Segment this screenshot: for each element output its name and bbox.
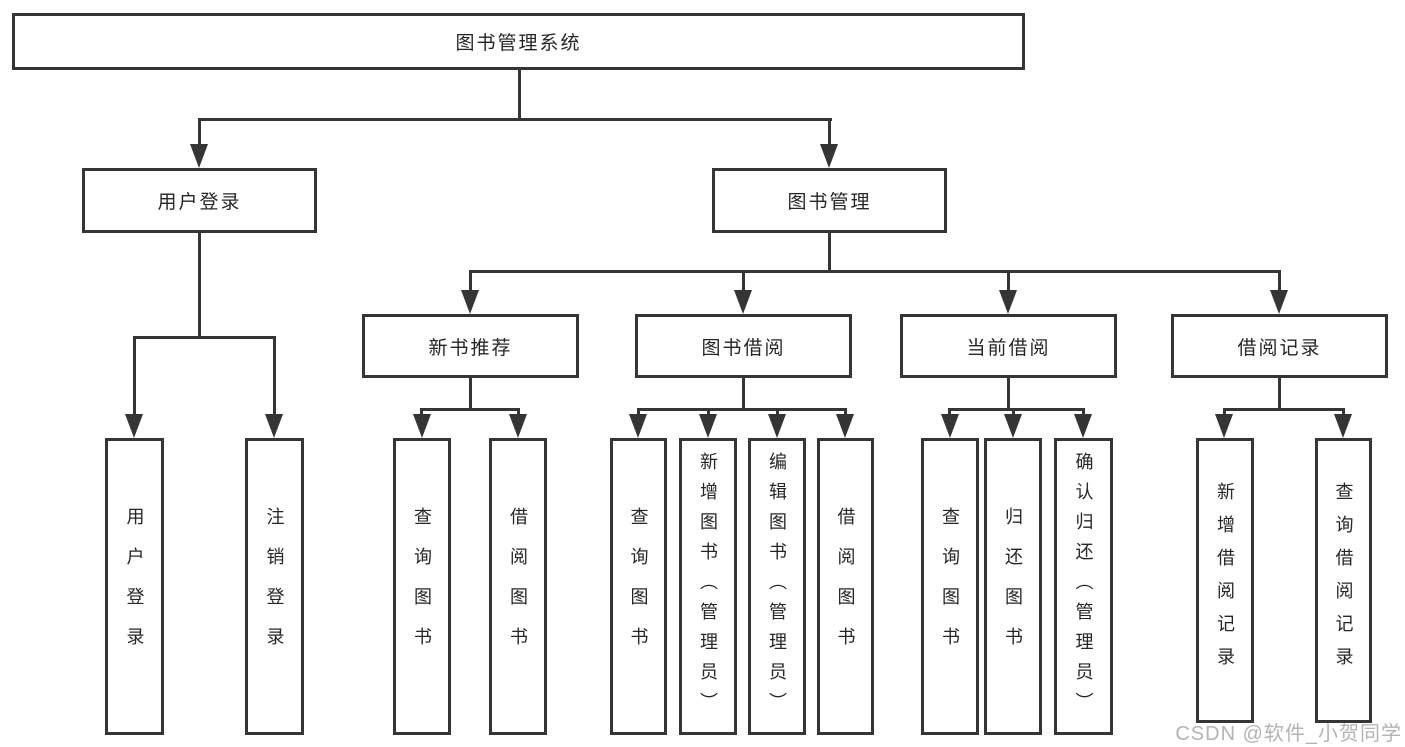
connector-line [420, 408, 520, 411]
arrow-down [1334, 414, 1352, 438]
connector-line [469, 378, 472, 411]
node-new-book-recommend: 新书推荐 [362, 314, 579, 378]
leaf-query-books-recommend: 查询图书 [393, 438, 451, 735]
connector-line [469, 270, 1281, 273]
connector-line [133, 336, 276, 339]
csdn-watermark: CSDN @软件_小贺同学 [1175, 723, 1402, 745]
leaf-return-book: 归还图书 [984, 438, 1042, 735]
connector-line [198, 233, 201, 339]
leaf-edit-book-admin: 编辑图书（管理员） [748, 438, 806, 735]
connector-line [469, 270, 472, 296]
arrow-down [699, 414, 717, 438]
node-current-borrowing: 当前借阅 [900, 314, 1117, 378]
connector-line [948, 408, 1085, 411]
connector-line [1278, 378, 1281, 411]
node-library-management-system: 图书管理系统 [12, 13, 1025, 70]
arrow-down [768, 414, 786, 438]
connector-line [637, 408, 847, 411]
arrow-down [461, 290, 479, 314]
arrow-down [1004, 414, 1022, 438]
node-book-management: 图书管理 [712, 168, 947, 233]
node-user-login: 用户登录 [82, 168, 317, 233]
connector-line [742, 270, 745, 296]
arrow-down [413, 414, 431, 438]
arrow-down [999, 290, 1017, 314]
arrow-down [836, 414, 854, 438]
connector-line [742, 378, 745, 411]
connector-line [198, 118, 832, 121]
arrow-down [125, 414, 143, 438]
connector-line [828, 233, 831, 273]
leaf-confirm-return-admin: 确认归还（管理员） [1054, 438, 1113, 735]
leaf-logout: 注销登录 [245, 438, 304, 735]
leaf-borrow-books-recommend: 借阅图书 [489, 438, 547, 735]
connector-line [828, 118, 831, 150]
leaf-user-login: 用户登录 [105, 438, 164, 735]
connector-line [1223, 408, 1345, 411]
node-borrowing-records: 借阅记录 [1171, 314, 1388, 378]
leaf-query-books-borrowing: 查询图书 [610, 438, 667, 735]
connector-line [1007, 270, 1010, 296]
connector-line [133, 336, 136, 420]
arrow-down [941, 414, 959, 438]
connector-line [1278, 270, 1281, 296]
leaf-add-borrow-record: 新增借阅记录 [1196, 438, 1254, 723]
arrow-down [190, 144, 208, 168]
arrow-down [1270, 290, 1288, 314]
leaf-add-book-admin: 新增图书（管理员） [679, 438, 737, 735]
arrow-down [509, 414, 527, 438]
arrow-down [629, 414, 647, 438]
leaf-borrow-books-borrowing: 借阅图书 [817, 438, 874, 735]
connector-line [273, 336, 276, 420]
connector-line [518, 70, 521, 118]
connector-line [198, 118, 201, 150]
arrow-down [1074, 414, 1092, 438]
arrow-down [734, 290, 752, 314]
leaf-query-books-current: 查询图书 [921, 438, 979, 735]
arrow-down [820, 144, 838, 168]
leaf-query-borrow-record: 查询借阅记录 [1315, 438, 1372, 723]
connector-line [1007, 378, 1010, 411]
arrow-down [1215, 414, 1233, 438]
node-book-borrowing: 图书借阅 [635, 314, 852, 378]
arrow-down [265, 414, 283, 438]
